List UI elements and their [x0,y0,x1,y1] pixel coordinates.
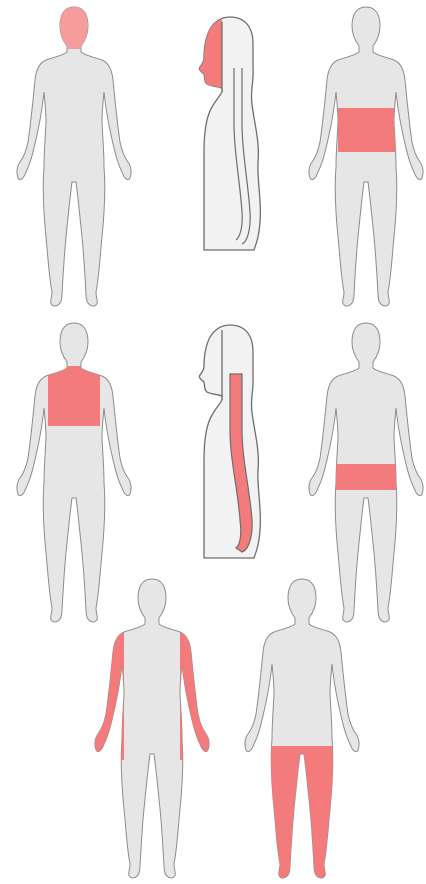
back-view-arms-highlighted [92,574,212,884]
back-view-waist-highlighted [306,2,426,312]
head-highlight [14,2,134,49]
side-view-face-highlighted [190,12,270,262]
front-view-legs-highlighted [242,574,362,884]
lower-back-highlight [338,108,396,152]
hips-highlight [336,464,396,490]
legs-highlight [267,746,337,884]
side-view-spine-highlighted [190,320,270,570]
front-view-head-highlighted [14,2,134,312]
face-highlight [190,12,222,94]
upper-back-highlight [48,366,100,426]
